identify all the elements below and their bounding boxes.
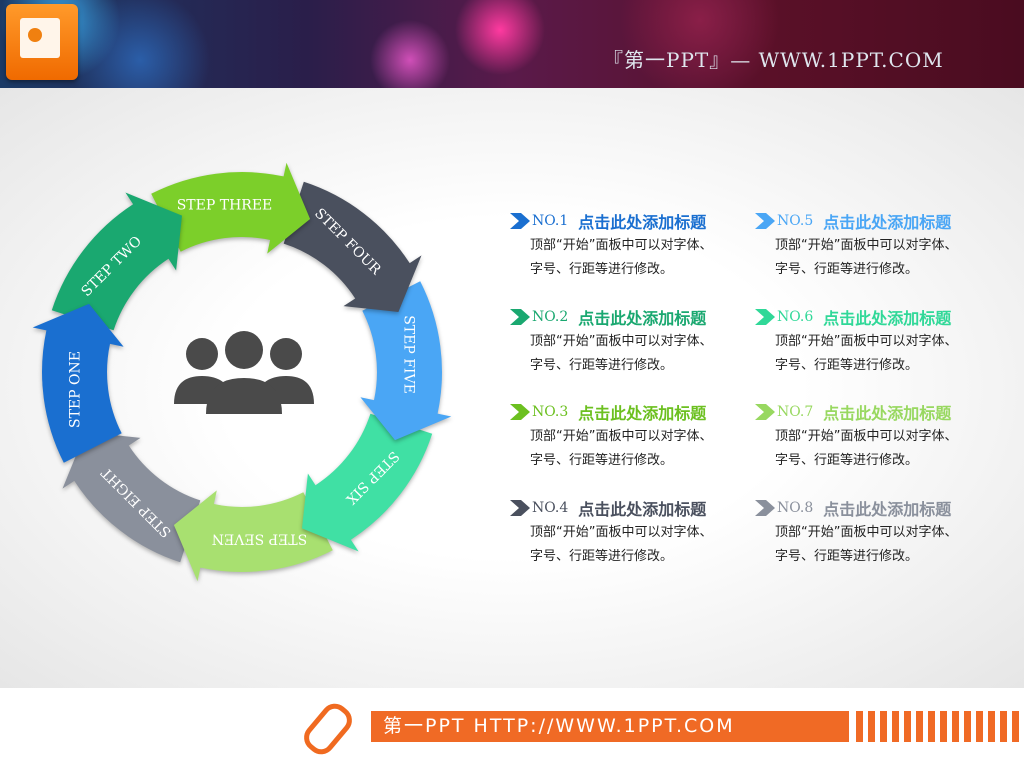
item-desc-line: 顶部“开始”面板中可以对字体、: [775, 525, 958, 540]
list-item: NO.5 点击此处添加标题 顶部“开始”面板中可以对字体、字号、行距等进行修改。: [755, 210, 995, 282]
chevron-right-icon: [510, 500, 530, 516]
item-desc-line: 顶部“开始”面板中可以对字体、: [775, 334, 958, 349]
item-desc-line: 字号、行距等进行修改。: [775, 549, 919, 564]
step-label: STEP ONE: [67, 351, 83, 428]
list-item: NO.3 点击此处添加标题 顶部“开始”面板中可以对字体、字号、行距等进行修改。: [510, 401, 750, 473]
item-desc-line: 字号、行距等进行修改。: [530, 453, 674, 468]
step-arrow-shape: [283, 181, 422, 312]
step-arrow[interactable]: STEP TWO: [51, 192, 182, 331]
chevron-right-icon: [755, 309, 775, 325]
item-desc-line: 字号、行距等进行修改。: [530, 262, 674, 277]
step-arrow-shape: [360, 281, 452, 441]
item-desc-line: 顶部“开始”面板中可以对字体、: [530, 429, 713, 444]
people-group-icon: [174, 331, 314, 414]
item-desc-line: 顶部“开始”面板中可以对字体、: [530, 525, 713, 540]
chevron-right-icon: [755, 404, 775, 420]
item-desc-line: 顶部“开始”面板中可以对字体、: [775, 429, 958, 444]
footer-url: 第一PPT HTTP://WWW.1PPT.COM: [371, 711, 849, 742]
step-arrow[interactable]: STEP FIVE: [360, 281, 452, 441]
pencil-icon: [298, 698, 358, 760]
list-item: NO.4 点击此处添加标题 顶部“开始”面板中可以对字体、字号、行距等进行修改。: [510, 497, 750, 569]
step-arrow-shape: [302, 413, 433, 552]
item-number: NO.3: [532, 404, 569, 420]
item-desc-line: 顶部“开始”面板中可以对字体、: [775, 238, 958, 253]
item-desc-line: 字号、行距等进行修改。: [775, 358, 919, 373]
item-title[interactable]: 点击此处添加标题: [578, 404, 707, 423]
item-desc-line: 顶部“开始”面板中可以对字体、: [530, 334, 713, 349]
chevron-right-icon: [755, 213, 775, 229]
item-number: NO.5: [777, 213, 814, 229]
chevron-right-icon: [510, 213, 530, 229]
item-desc-line: 字号、行距等进行修改。: [775, 262, 919, 277]
item-number: NO.2: [532, 309, 569, 325]
step-arrow[interactable]: STEP THREE: [151, 162, 311, 254]
step-label: STEP FIVE: [401, 315, 417, 394]
list-item: NO.7 点击此处添加标题 顶部“开始”面板中可以对字体、字号、行距等进行修改。: [755, 401, 995, 473]
item-number: NO.7: [777, 404, 814, 420]
brand-text: 『第一PPT』— WWW.1PPT.COM: [603, 48, 944, 72]
list-item: NO.8 点击此处添加标题 顶部“开始”面板中可以对字体、字号、行距等进行修改。: [755, 497, 995, 569]
step-arrow-shape: [62, 432, 201, 563]
chevron-right-icon: [510, 404, 530, 420]
step-arrow-shape: [51, 192, 182, 331]
item-number: NO.4: [532, 500, 569, 516]
item-desc-line: 字号、行距等进行修改。: [530, 358, 674, 373]
list-item: NO.1 点击此处添加标题 顶部“开始”面板中可以对字体、字号、行距等进行修改。: [510, 210, 750, 282]
item-title[interactable]: 点击此处添加标题: [823, 213, 952, 232]
item-number: NO.8: [777, 500, 814, 516]
item-title[interactable]: 点击此处添加标题: [578, 309, 707, 328]
item-desc-line: 字号、行距等进行修改。: [775, 453, 919, 468]
item-desc-line: 顶部“开始”面板中可以对字体、: [530, 238, 713, 253]
step-arrow[interactable]: STEP SIX: [302, 413, 433, 552]
step-arrow-shape: [173, 490, 333, 582]
step-arrow[interactable]: STEP FOUR: [283, 181, 422, 312]
item-title[interactable]: 点击此处添加标题: [823, 404, 952, 423]
chevron-right-icon: [510, 309, 530, 325]
step-label: STEP SEVEN: [212, 531, 307, 547]
step-arrow[interactable]: STEP SEVEN: [173, 490, 333, 582]
step-arrow[interactable]: STEP ONE: [32, 303, 124, 463]
chevron-right-icon: [755, 500, 775, 516]
item-number: NO.6: [777, 309, 814, 325]
item-number: NO.1: [532, 213, 569, 229]
step-label: STEP THREE: [177, 197, 273, 213]
item-desc-line: 字号、行距等进行修改。: [530, 549, 674, 564]
list-item: NO.6 点击此处添加标题 顶部“开始”面板中可以对字体、字号、行距等进行修改。: [755, 306, 995, 378]
header-banner: 『第一PPT』— WWW.1PPT.COM: [0, 0, 1024, 88]
powerpoint-icon: [6, 4, 78, 80]
item-title[interactable]: 点击此处添加标题: [578, 500, 707, 519]
item-title[interactable]: 点击此处添加标题: [578, 213, 707, 232]
step-arrow-shape: [151, 162, 311, 254]
list-item: NO.2 点击此处添加标题 顶部“开始”面板中可以对字体、字号、行距等进行修改。: [510, 306, 750, 378]
item-title[interactable]: 点击此处添加标题: [823, 500, 952, 519]
step-arrow-shape: [32, 303, 124, 463]
footer-stripes: [856, 711, 1024, 742]
item-title[interactable]: 点击此处添加标题: [823, 309, 952, 328]
